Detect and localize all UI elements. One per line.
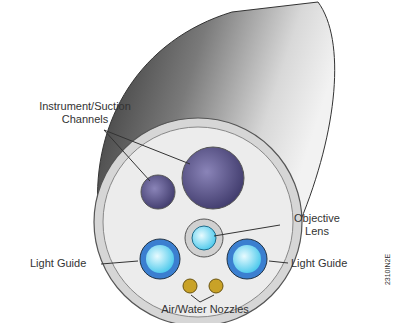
leader-line bbox=[214, 225, 280, 236]
leader-line bbox=[269, 261, 288, 263]
leader-line bbox=[104, 130, 150, 181]
nozzle bbox=[183, 279, 197, 293]
part-label: Light Guide bbox=[30, 257, 100, 270]
figure-code: 2310IN2E bbox=[383, 240, 392, 300]
part-label: Air/Water Nozzles bbox=[150, 303, 260, 316]
leader-line bbox=[104, 130, 190, 164]
instrument-channel bbox=[182, 147, 244, 209]
leader-lines bbox=[101, 130, 288, 302]
objective-lens bbox=[192, 226, 216, 250]
nozzle bbox=[209, 279, 223, 293]
light-guide-ring bbox=[140, 239, 180, 279]
light-guide-ring bbox=[227, 239, 267, 279]
light-guide bbox=[233, 245, 261, 273]
part-label: Instrument/Suction Channels bbox=[20, 100, 150, 126]
tip-rim bbox=[94, 118, 302, 323]
leader-line bbox=[101, 261, 138, 264]
part-label: Objective Lens bbox=[282, 212, 352, 238]
light-guide bbox=[146, 245, 174, 273]
distal-face bbox=[103, 127, 293, 317]
suction-channel bbox=[141, 175, 175, 209]
leader-line bbox=[200, 295, 214, 302]
lens-ring bbox=[185, 219, 223, 257]
leader-line bbox=[191, 295, 200, 302]
part-label: Light Guide bbox=[291, 257, 361, 270]
